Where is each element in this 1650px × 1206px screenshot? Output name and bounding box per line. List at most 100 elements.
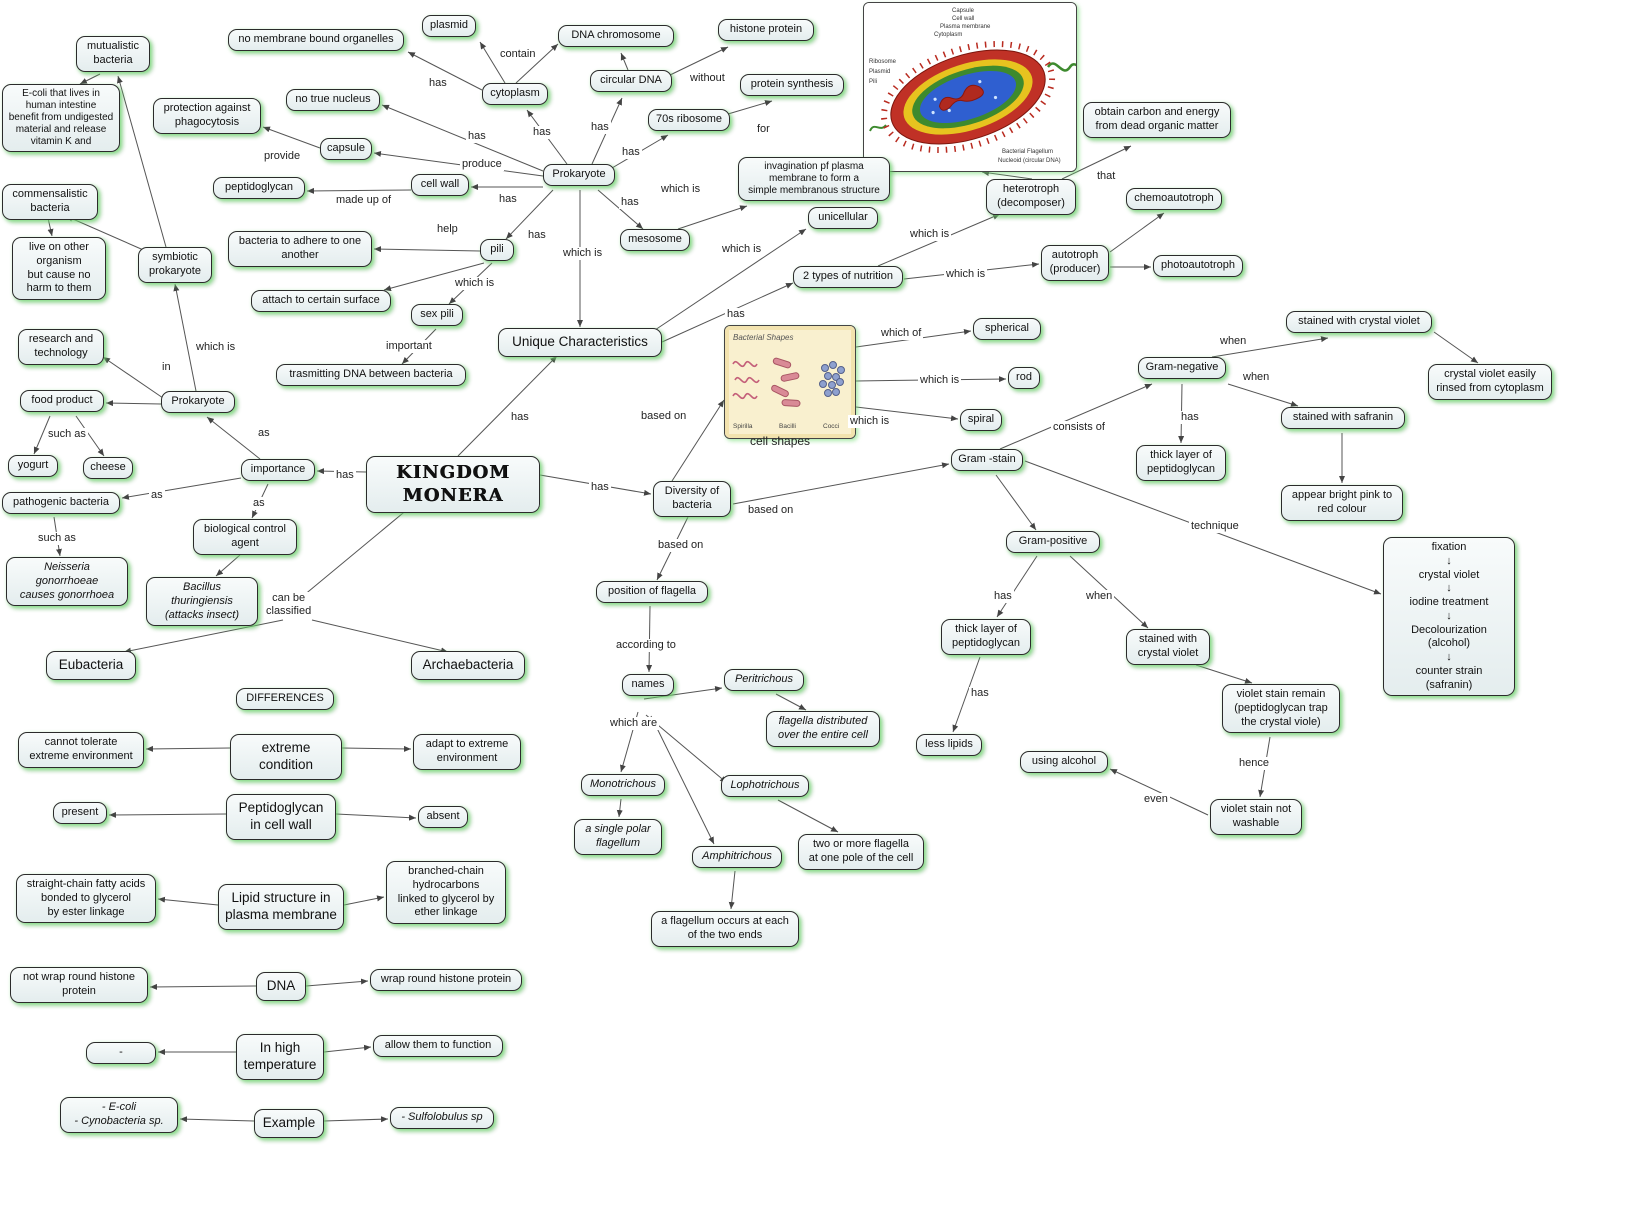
peritrichous[interactable]: Peritrichous <box>724 669 804 691</box>
food-product[interactable]: food product <box>20 390 104 412</box>
bacterium-label-cytoplasm: Cytoplasm <box>934 32 962 38</box>
monotrichous[interactable]: Monotrichous <box>581 774 665 796</box>
absent[interactable]: absent <box>418 806 468 828</box>
using-alcohol[interactable]: using alcohol <box>1020 751 1108 773</box>
cell-wall[interactable]: cell wall <box>411 174 469 196</box>
position-of-flagella[interactable]: position of flagella <box>596 581 708 603</box>
protection-phagocytosis[interactable]: protection against phagocytosis <box>153 98 261 134</box>
spherical[interactable]: spherical <box>973 318 1041 340</box>
no-membrane-organelles[interactable]: no membrane bound organelles <box>228 29 404 51</box>
two-types-nutrition[interactable]: 2 types of nutrition <box>793 266 903 288</box>
edge-line <box>775 693 807 711</box>
lophotrichous[interactable]: Lophotrichous <box>721 775 809 797</box>
biological-control-agent[interactable]: biological control agent <box>193 519 297 555</box>
gram-stain-steps[interactable]: fixation ↓ crystal violet ↓ iodine treat… <box>1383 537 1515 697</box>
bacillus[interactable]: Bacillus thuringiensis (attacks insect) <box>146 577 258 627</box>
not-wrap-histone[interactable]: not wrap round histone protein <box>10 967 148 1003</box>
trasmitting-dna[interactable]: trasmitting DNA between bacteria <box>276 364 466 386</box>
chemoautotroph[interactable]: chemoautotroph <box>1126 188 1222 210</box>
in-high-temperature[interactable]: In high temperature <box>236 1034 324 1080</box>
heterotroph[interactable]: heterotroph (decomposer) <box>986 179 1076 215</box>
commensalistic-bacteria[interactable]: commensalistic bacteria <box>2 184 98 220</box>
symbiotic-prokaryote[interactable]: symbiotic prokaryote <box>138 247 212 283</box>
example[interactable]: Example <box>254 1109 324 1138</box>
gram-negative[interactable]: Gram-negative <box>1138 357 1226 379</box>
rod[interactable]: rod <box>1008 367 1040 389</box>
dna-chromosome[interactable]: DNA chromosome <box>558 25 674 47</box>
sex-pili[interactable]: sex pili <box>411 304 463 326</box>
crystal-violet-rinsed[interactable]: crystal violet easily rinsed from cytopl… <box>1428 364 1552 400</box>
gram-stain[interactable]: Gram -stain <box>951 449 1023 471</box>
thick-peptidoglycan-neg[interactable]: thick layer of peptidoglycan <box>1136 445 1226 481</box>
thick-peptidoglycan-pos[interactable]: thick layer of peptidoglycan <box>941 619 1031 655</box>
amphitrichous[interactable]: Amphitrichous <box>692 846 782 868</box>
no-true-nucleus[interactable]: no true nucleus <box>286 89 380 111</box>
flagellum-two-ends[interactable]: a flagellum occurs at each of the two en… <box>651 911 799 947</box>
wrap-histone[interactable]: wrap round histone protein <box>370 969 522 991</box>
two-or-more-flagella[interactable]: two or more flagella at one pole of the … <box>798 834 924 870</box>
circular-dna[interactable]: circular DNA <box>590 70 672 92</box>
eubacteria[interactable]: Eubacteria <box>46 651 136 680</box>
neisseria[interactable]: Neisseria gonorrhoeae causes gonorrhoea <box>6 557 128 607</box>
diversity-bacteria[interactable]: Diversity of bacteria <box>653 481 731 517</box>
lipid-structure[interactable]: Lipid structure in plasma membrane <box>218 884 344 930</box>
peptidoglycan[interactable]: peptidoglycan <box>213 177 305 199</box>
yogurt[interactable]: yogurt <box>8 455 58 477</box>
violet-not-washable[interactable]: violet stain not washable <box>1210 799 1302 835</box>
appear-bright-pink[interactable]: appear bright pink to red colour <box>1281 485 1403 521</box>
archaebacteria[interactable]: Archaebacteria <box>411 651 525 680</box>
bacteria-adhere[interactable]: bacteria to adhere to one another <box>228 231 372 267</box>
ecoli-note[interactable]: E-coli that lives in human intestine ben… <box>2 84 120 152</box>
ecoli-cyno[interactable]: - E-coli - Cynobacteria sp. <box>60 1097 178 1133</box>
cheese[interactable]: cheese <box>83 457 133 479</box>
mutualistic-bacteria[interactable]: mutualistic bacteria <box>76 36 150 72</box>
stained-crystal-violet-pos[interactable]: stained with crystal violet <box>1126 629 1210 665</box>
protein-synthesis[interactable]: protein synthesis <box>740 74 844 96</box>
edge-line <box>117 75 167 248</box>
edge-line <box>79 73 101 85</box>
flagella-distributed[interactable]: flagella distributed over the entire cel… <box>766 711 880 747</box>
edge-line <box>620 52 629 71</box>
less-lipids[interactable]: less lipids <box>916 734 982 756</box>
prokaryote-2[interactable]: Prokaryote <box>161 391 235 413</box>
capsule[interactable]: capsule <box>320 138 372 160</box>
spiral[interactable]: spiral <box>960 409 1002 431</box>
ribosome-70s[interactable]: 70s ribosome <box>648 109 730 131</box>
straight-chain-fatty[interactable]: straight-chain fatty acids bonded to gly… <box>16 874 156 924</box>
research-technology[interactable]: research and technology <box>18 329 104 365</box>
importance[interactable]: importance <box>241 459 315 481</box>
mesosome[interactable]: mesosome <box>620 229 690 251</box>
gram-positive[interactable]: Gram-positive <box>1006 531 1100 553</box>
violet-stain-remain[interactable]: violet stain remain (peptidoglycan trap … <box>1222 684 1340 734</box>
dash[interactable]: - <box>86 1042 156 1064</box>
allow-function[interactable]: allow them to function <box>373 1035 503 1057</box>
differences[interactable]: DIFFERENCES <box>236 688 334 710</box>
autotroph[interactable]: autotroph (producer) <box>1041 245 1109 281</box>
attach-certain-surface[interactable]: attach to certain surface <box>251 290 391 312</box>
present[interactable]: present <box>53 802 107 824</box>
plasmid[interactable]: plasmid <box>422 15 476 37</box>
pathogenic-bacteria[interactable]: pathogenic bacteria <box>2 492 120 514</box>
obtain-carbon[interactable]: obtain carbon and energy from dead organ… <box>1083 102 1231 138</box>
live-on-other-organism[interactable]: live on other organism but cause no harm… <box>12 237 106 300</box>
histone-protein[interactable]: histone protein <box>718 19 814 41</box>
unicellular[interactable]: unicellular <box>808 207 878 229</box>
branched-chain[interactable]: branched-chain hydrocarbons linked to gl… <box>386 861 506 924</box>
sulfolobulus[interactable]: - Sulfolobulus sp <box>390 1107 494 1129</box>
cannot-tolerate[interactable]: cannot tolerate extreme environment <box>18 732 144 768</box>
single-polar-flagellum[interactable]: a single polar flagellum <box>574 819 662 855</box>
prokaryote-top[interactable]: Prokaryote <box>543 164 615 186</box>
peptidoglycan-cell-wall[interactable]: Peptidoglycan in cell wall <box>226 794 336 840</box>
stained-safranin[interactable]: stained with safranin <box>1281 407 1405 429</box>
dna[interactable]: DNA <box>256 972 306 1001</box>
stained-crystal-violet-neg[interactable]: stained with crystal violet <box>1286 311 1432 333</box>
unique-characteristics[interactable]: Unique Characteristics <box>498 328 662 357</box>
extreme-condition[interactable]: extreme condition <box>230 734 342 780</box>
pili[interactable]: pili <box>480 239 514 261</box>
photoautotroph[interactable]: photoautotroph <box>1153 255 1243 277</box>
names[interactable]: names <box>622 674 674 696</box>
kingdom-monera[interactable]: KINGDOM MONERA <box>366 456 540 513</box>
adapt-extreme[interactable]: adapt to extreme environment <box>413 734 521 770</box>
invagination[interactable]: invagination pf plasma membrane to form … <box>738 157 890 201</box>
cytoplasm[interactable]: cytoplasm <box>482 83 548 105</box>
